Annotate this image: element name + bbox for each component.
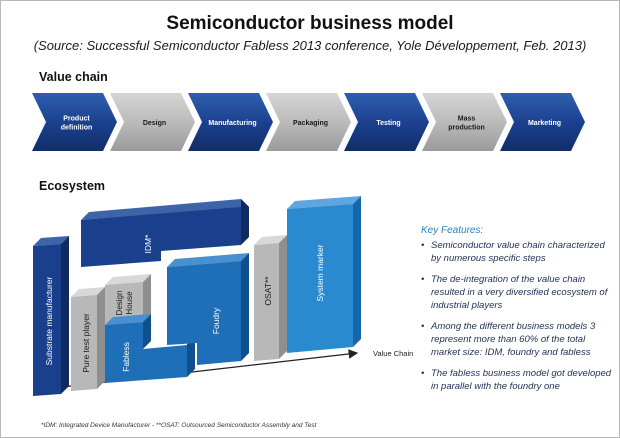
- axis-label: Value Chain: [373, 349, 413, 358]
- chain-step-label: definition: [61, 125, 93, 132]
- system-maker-block: System marker: [287, 196, 361, 353]
- idm-block: IDM*: [81, 199, 249, 267]
- substrate-block: Substrate manufacturer: [33, 236, 69, 396]
- chain-chevron: [188, 93, 273, 151]
- chain-chevron: [422, 93, 507, 151]
- footnote: *IDM: Integrated Device Manufacturer - *…: [41, 422, 317, 429]
- slide-title: Semiconductor business model: [166, 13, 454, 34]
- ecosystem-heading: Ecosystem: [39, 179, 106, 193]
- chain-step: Testing: [344, 93, 429, 151]
- osat-block: OSAT**: [254, 235, 287, 361]
- key-feature-item: The fabless business model got developed…: [421, 367, 613, 393]
- chain-step: Manufacturing: [188, 93, 273, 151]
- pure-test-block: Pure test player: [71, 287, 105, 391]
- key-features-title: Key Features:: [421, 225, 484, 236]
- chain-step-label: Mass: [458, 116, 476, 123]
- key-features: Key Features: Semiconductor value chain …: [421, 224, 613, 401]
- chain-step: Packaging: [266, 93, 351, 151]
- fabless-block: Fabless: [105, 314, 195, 383]
- chain-chevron: [344, 93, 429, 151]
- key-feature-item: The de-integration of the value chain re…: [421, 273, 613, 312]
- value-chain-heading: Value chain: [39, 70, 108, 84]
- chain-step-label: Manufacturing: [208, 120, 256, 127]
- design-house-block: Design House: [105, 274, 151, 325]
- chain-step-label: Product: [63, 116, 90, 123]
- chain-step-label: Design: [143, 120, 166, 127]
- fabless-label: Fabless: [121, 342, 131, 372]
- foundry-block: Foudry: [167, 253, 249, 365]
- key-features-list: Semiconductor value chain characterized …: [421, 239, 613, 393]
- design-house-label-line2: House: [125, 291, 134, 315]
- chain-step-label: Packaging: [293, 120, 328, 127]
- idm-label: IDM*: [143, 234, 153, 254]
- chain-chevron: [32, 93, 117, 151]
- osat-label: OSAT**: [263, 276, 273, 306]
- chain-step: Design: [110, 93, 195, 151]
- pure-test-label: Pure test player: [81, 313, 91, 373]
- foundry-label: Foudry: [211, 307, 221, 334]
- chain-chevron: [110, 93, 195, 151]
- chain-chevron: [500, 93, 585, 151]
- chain-step-label: Testing: [376, 120, 400, 127]
- key-feature-item: Semiconductor value chain characterized …: [421, 239, 613, 265]
- chain-step: Marketing: [500, 93, 585, 151]
- chain-step: Mass production: [422, 93, 507, 151]
- substrate-label: Substrate manufacturer: [44, 276, 54, 365]
- slide-subtitle: (Source: Successful Semiconductor Fables…: [33, 38, 587, 53]
- system-maker-label: System marker: [315, 244, 325, 301]
- chain-chevron: [266, 93, 351, 151]
- key-feature-item: Among the different business models 3 re…: [421, 320, 613, 359]
- chain-step: Product definition: [32, 93, 117, 151]
- chain-step-label: production: [448, 125, 485, 132]
- chain-step-label: Marketing: [528, 120, 561, 127]
- design-house-label-line1: Design: [115, 291, 124, 316]
